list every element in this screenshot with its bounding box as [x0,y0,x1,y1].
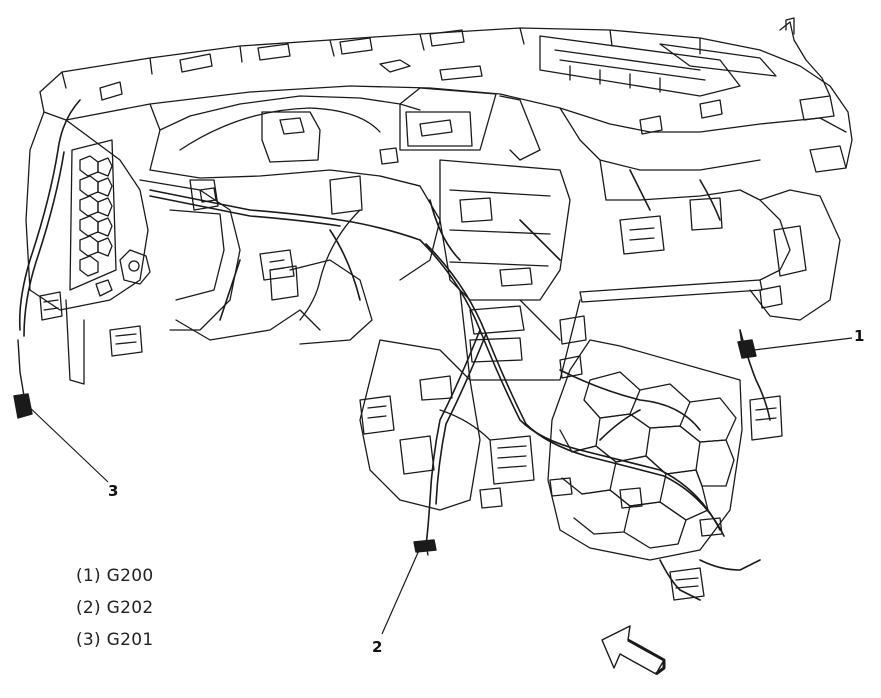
dash-top-shell [39,17,853,169]
callout-3: 3 [108,482,119,500]
callout-1: 1 [854,327,865,345]
wiring-harness [18,99,771,601]
leader-line-1 [753,337,853,351]
callout-2: 2 [372,638,383,656]
ground-terminals [13,329,757,556]
cross-beam [149,87,791,303]
leader-line-2 [381,547,421,635]
center-support [439,159,587,381]
right-end-bracket [619,95,847,321]
legend: (1) G200 (2) G202 (3) G201 [76,560,154,656]
view-direction-arrow-icon [601,625,666,676]
legend-item-g202: (2) G202 [76,598,154,618]
connectors [39,99,783,601]
legend-item-g201: (3) G201 [76,630,154,650]
left-end-bracket [25,111,151,385]
left-lower-support [139,175,441,345]
leader-line-3 [25,403,109,483]
knee-bolster-panel [547,339,743,561]
legend-item-g200: (1) G200 [76,566,154,586]
